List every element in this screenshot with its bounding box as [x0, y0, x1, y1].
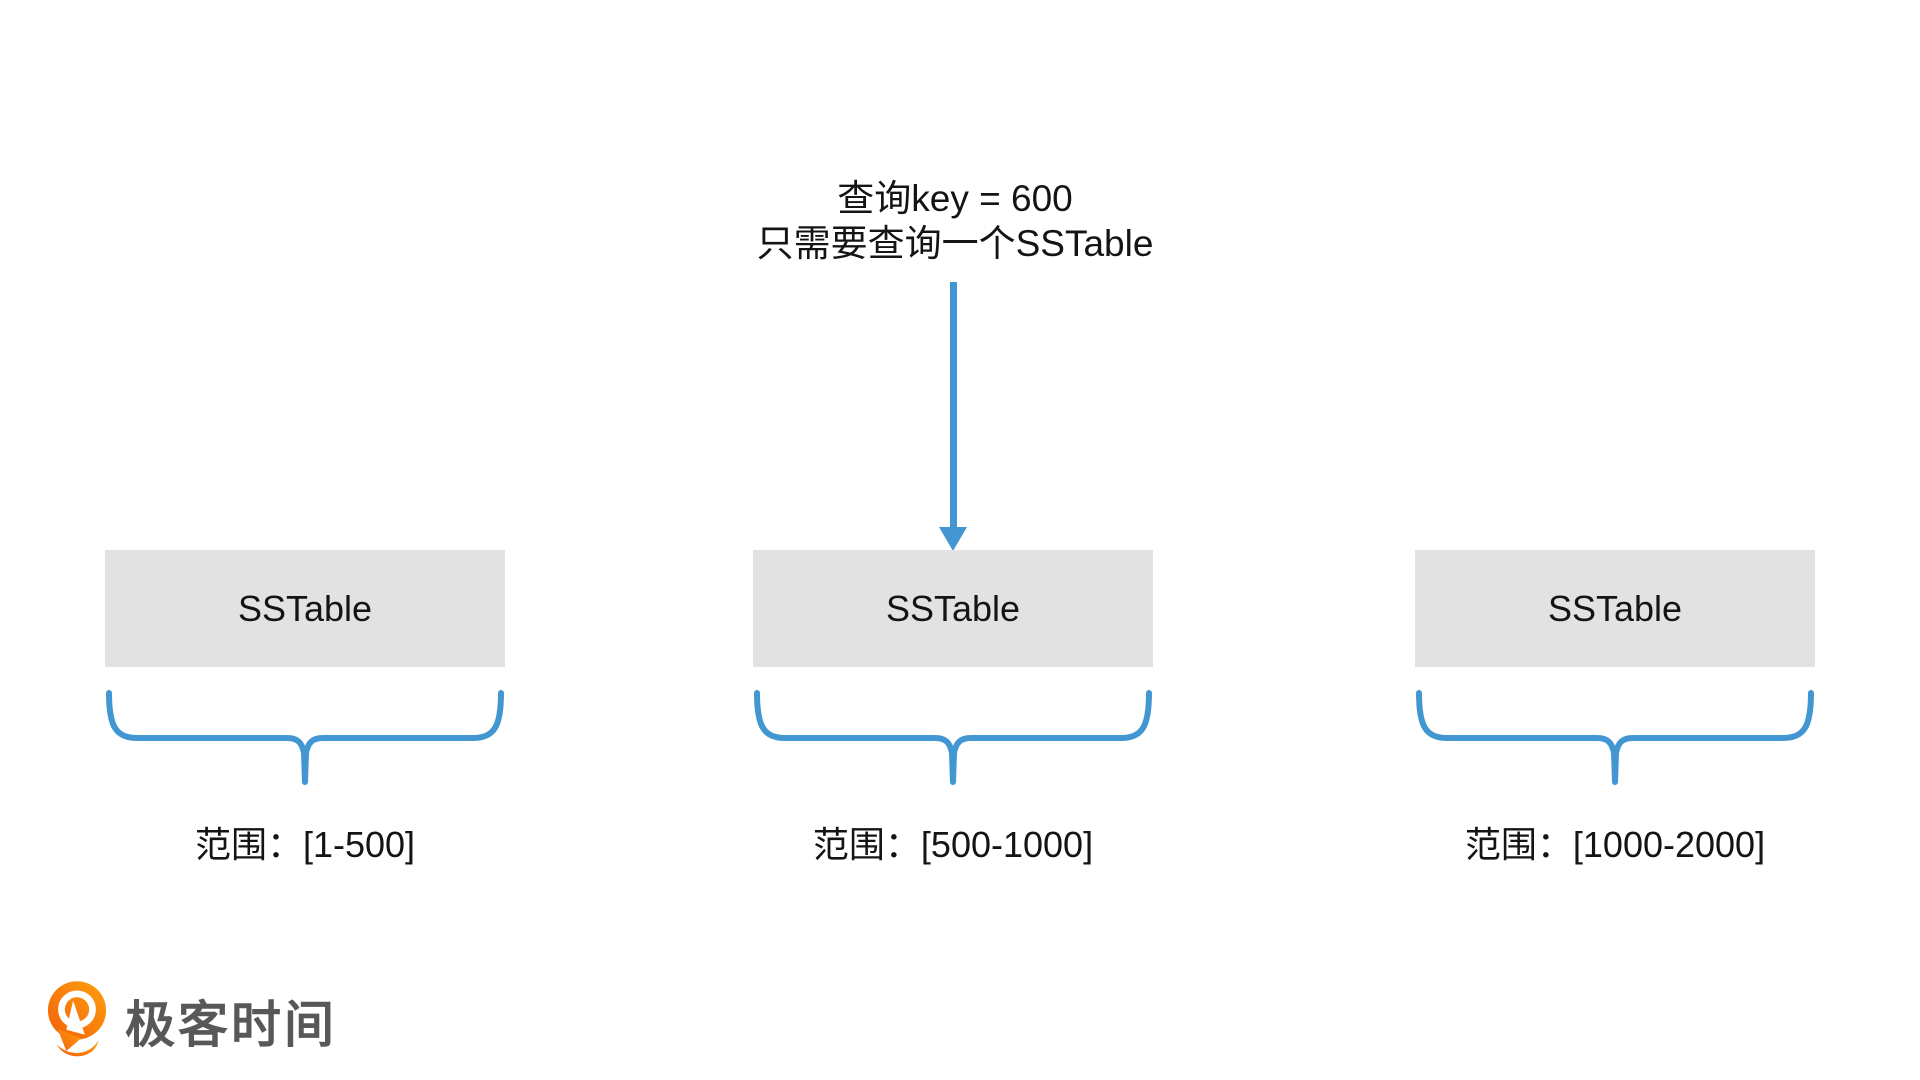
range-label-2: 范围：[500-1000] — [812, 824, 1094, 865]
geektime-logo: 极客时间 — [45, 980, 337, 1062]
query-annotation-line1: 查询key = 600 — [837, 178, 1073, 219]
sstable-box-3-label: SSTable — [1547, 587, 1683, 629]
brace-icon-2 — [754, 690, 1152, 785]
sstable-box-2-label: SSTable — [885, 587, 1021, 629]
sstable-box-1: SSTable — [105, 550, 505, 667]
query-annotation-line2: 只需要查询一个SSTable — [756, 223, 1154, 264]
query-annotation: 查询key = 600 只需要查询一个SSTable — [605, 176, 1305, 266]
sstable-box-3: SSTable — [1415, 550, 1815, 667]
down-arrow-icon — [939, 527, 967, 551]
brace-icon-1 — [106, 690, 504, 785]
sstable-box-2: SSTable — [753, 550, 1153, 667]
range-label-1: 范围：[1-500] — [194, 824, 416, 865]
geektime-logo-text: 极客时间 — [125, 997, 337, 1053]
down-arrow-shaft — [950, 282, 957, 528]
sstable-box-1-label: SSTable — [237, 587, 373, 629]
range-label-3: 范围：[1000-2000] — [1464, 824, 1766, 865]
geektime-logo-icon — [47, 981, 107, 1057]
brace-icon-3 — [1416, 690, 1814, 785]
